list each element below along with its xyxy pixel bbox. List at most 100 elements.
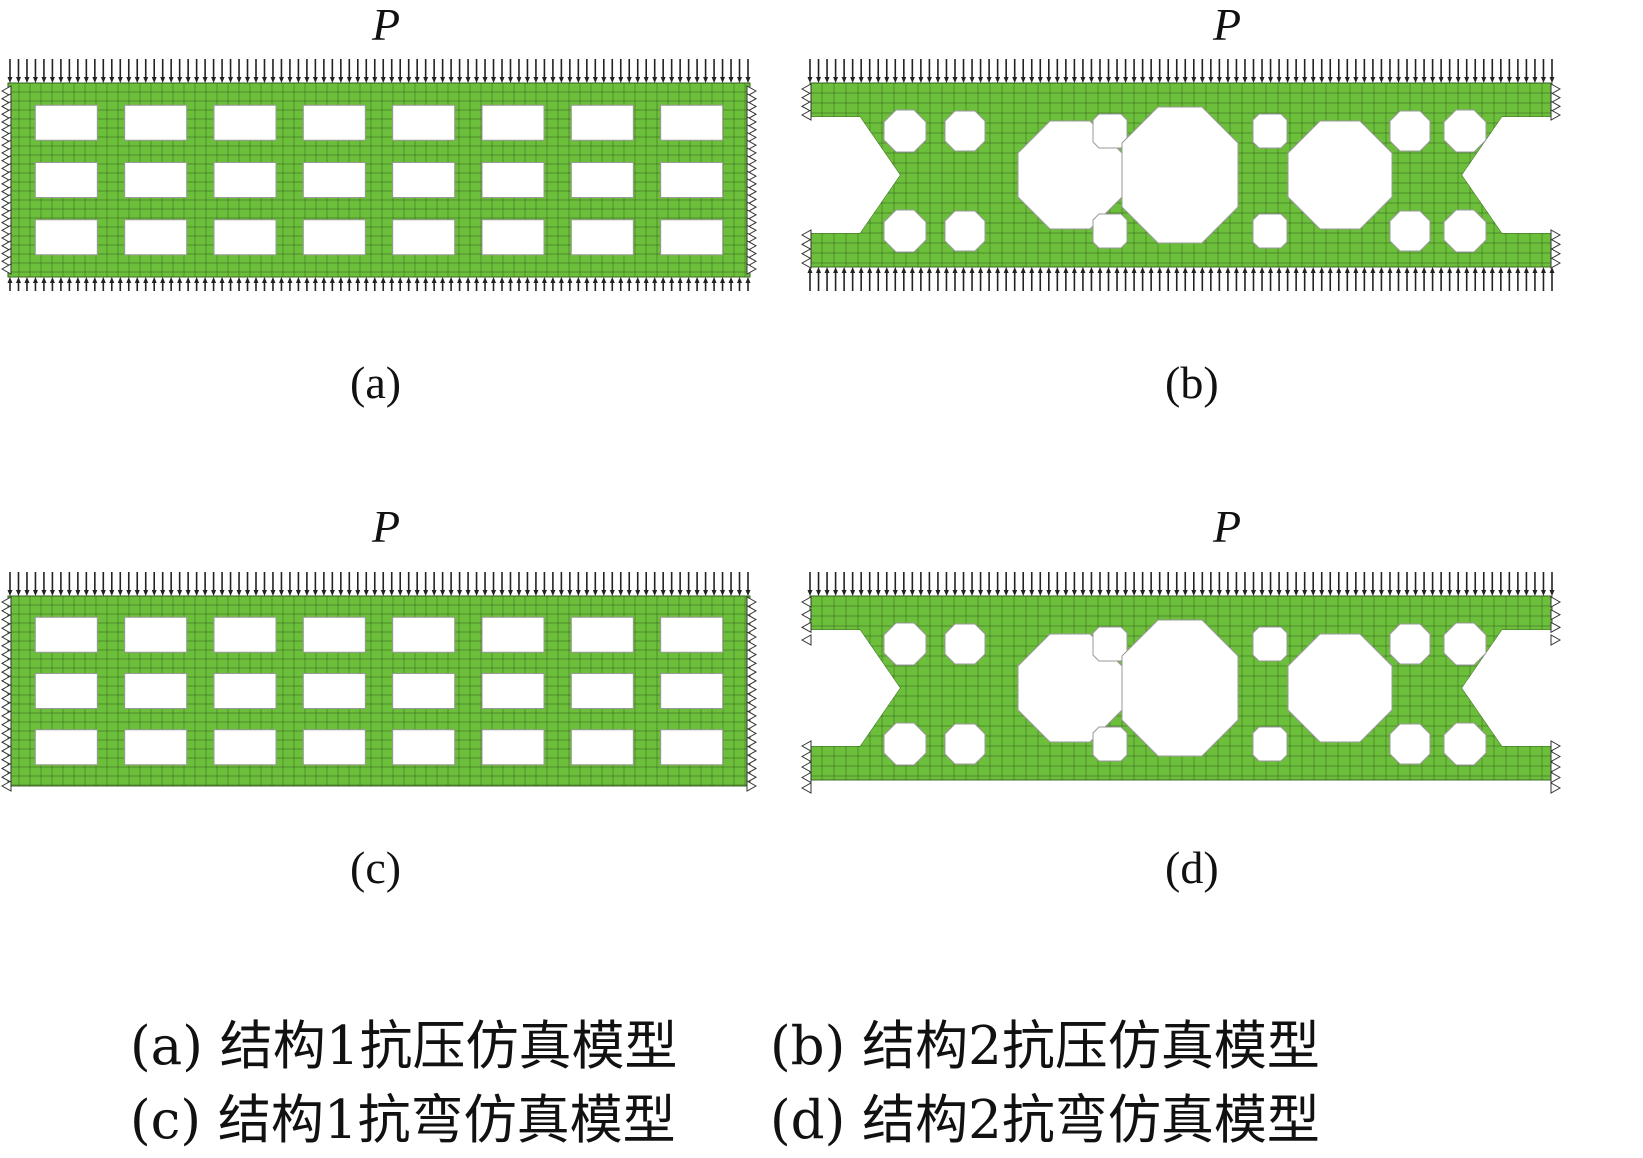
hole xyxy=(1092,113,1128,149)
model-group xyxy=(0,572,758,792)
load-arrow-head xyxy=(669,590,675,596)
load-arrow-head xyxy=(1242,590,1248,596)
load-arrow-head xyxy=(986,77,992,83)
hole xyxy=(213,616,277,653)
reaction-arrow-head xyxy=(1182,267,1188,273)
load-arrow-head xyxy=(1233,590,1239,596)
reaction-arrow-head xyxy=(1421,267,1427,273)
load-arrow-head xyxy=(1012,590,1018,596)
load-arrow-head xyxy=(711,590,717,596)
load-arrow-head xyxy=(1302,77,1308,83)
load-arrow-head xyxy=(1080,77,1086,83)
reaction-arrow-head xyxy=(465,277,471,283)
load-arrow-head xyxy=(363,590,369,596)
load-arrow-head xyxy=(995,590,1001,596)
reaction-arrow-head xyxy=(75,277,81,283)
load-arrow-head xyxy=(15,77,21,83)
caption-a: (a) 结构1抗压仿真模型 xyxy=(130,1016,678,1077)
hole xyxy=(1389,723,1431,765)
support-symbol xyxy=(0,154,12,167)
hole xyxy=(302,673,366,709)
support-symbol xyxy=(0,718,12,731)
load-arrow-head xyxy=(372,77,378,83)
load-arrow-head xyxy=(703,590,709,596)
structure-2-compression-model xyxy=(800,59,1562,291)
hole xyxy=(1287,633,1393,743)
load-arrow-head xyxy=(1063,590,1069,596)
hole xyxy=(570,616,634,653)
load-label-p: P xyxy=(372,501,401,552)
hole xyxy=(481,729,545,766)
reaction-arrow-head xyxy=(1276,267,1282,273)
load-arrow-head xyxy=(1088,77,1094,83)
load-label-p: P xyxy=(1213,0,1242,50)
load-arrow-head xyxy=(533,590,539,596)
hole xyxy=(34,616,98,653)
reaction-arrow-head xyxy=(423,277,429,283)
load-arrow-head xyxy=(1037,77,1043,83)
load-arrow-head xyxy=(1447,77,1453,83)
reaction-arrow-head xyxy=(1097,267,1103,273)
load-arrow-head xyxy=(961,77,967,83)
caption-b: (b) 结构2抗压仿真模型 xyxy=(770,1016,1320,1077)
hole xyxy=(1389,110,1431,152)
hole xyxy=(481,162,545,198)
support-symbol xyxy=(746,247,758,260)
load-arrow-head xyxy=(1046,590,1052,596)
support-symbol xyxy=(1550,100,1562,113)
hole xyxy=(883,622,927,666)
reaction-arrow-head xyxy=(1319,267,1325,273)
load-arrow-head xyxy=(943,77,949,83)
reaction-arrow-head xyxy=(389,277,395,283)
load-arrow-head xyxy=(1293,590,1299,596)
load-arrow-head xyxy=(168,77,174,83)
support-symbol xyxy=(746,232,758,244)
end-notch xyxy=(1462,117,1560,233)
support-symbol xyxy=(1550,238,1562,251)
hole xyxy=(213,104,277,141)
hole xyxy=(481,673,545,709)
support-symbol xyxy=(0,263,12,275)
support-symbol xyxy=(746,170,758,182)
load-arrow-head xyxy=(1327,590,1333,596)
hole xyxy=(944,110,986,152)
load-arrow-head xyxy=(1268,590,1274,596)
reaction-arrow-head xyxy=(83,277,89,283)
reaction-arrow-head xyxy=(567,277,573,283)
load-arrow-head xyxy=(1447,590,1453,596)
reaction-arrow-head xyxy=(1216,267,1222,273)
load-arrow-head xyxy=(58,590,64,596)
load-arrow-head xyxy=(211,77,217,83)
load-arrow-head xyxy=(389,77,395,83)
hole xyxy=(570,162,634,198)
reaction-arrow-head xyxy=(677,277,683,283)
support-symbol xyxy=(746,657,758,670)
load-arrow-head xyxy=(524,77,530,83)
load-arrow-head xyxy=(457,77,463,83)
load-arrow-head xyxy=(338,590,344,596)
load-arrow-head xyxy=(261,590,267,596)
load-arrow-head xyxy=(669,77,675,83)
reaction-arrow-head xyxy=(1413,267,1419,273)
reaction-arrow-head xyxy=(32,277,38,283)
reaction-arrow-head xyxy=(1157,267,1163,273)
support-symbol xyxy=(0,771,12,784)
load-arrow-head xyxy=(720,590,726,596)
load-arrow-head xyxy=(592,590,598,596)
support-symbol xyxy=(746,631,758,643)
reaction-arrow-head xyxy=(295,277,301,283)
support-symbol xyxy=(0,239,12,252)
reaction-arrow-head xyxy=(287,277,293,283)
hole xyxy=(302,219,366,256)
hole xyxy=(392,616,456,653)
support-symbol xyxy=(0,648,12,661)
support-symbol xyxy=(0,710,12,722)
hole xyxy=(34,219,98,256)
load-arrow-head xyxy=(1353,590,1359,596)
load-arrow-head xyxy=(1515,590,1521,596)
reaction-arrow-head xyxy=(1199,267,1205,273)
load-arrow-head xyxy=(15,590,21,596)
hole xyxy=(1092,626,1128,662)
reaction-arrow-head xyxy=(609,277,615,283)
load-arrow-head xyxy=(1353,77,1359,83)
